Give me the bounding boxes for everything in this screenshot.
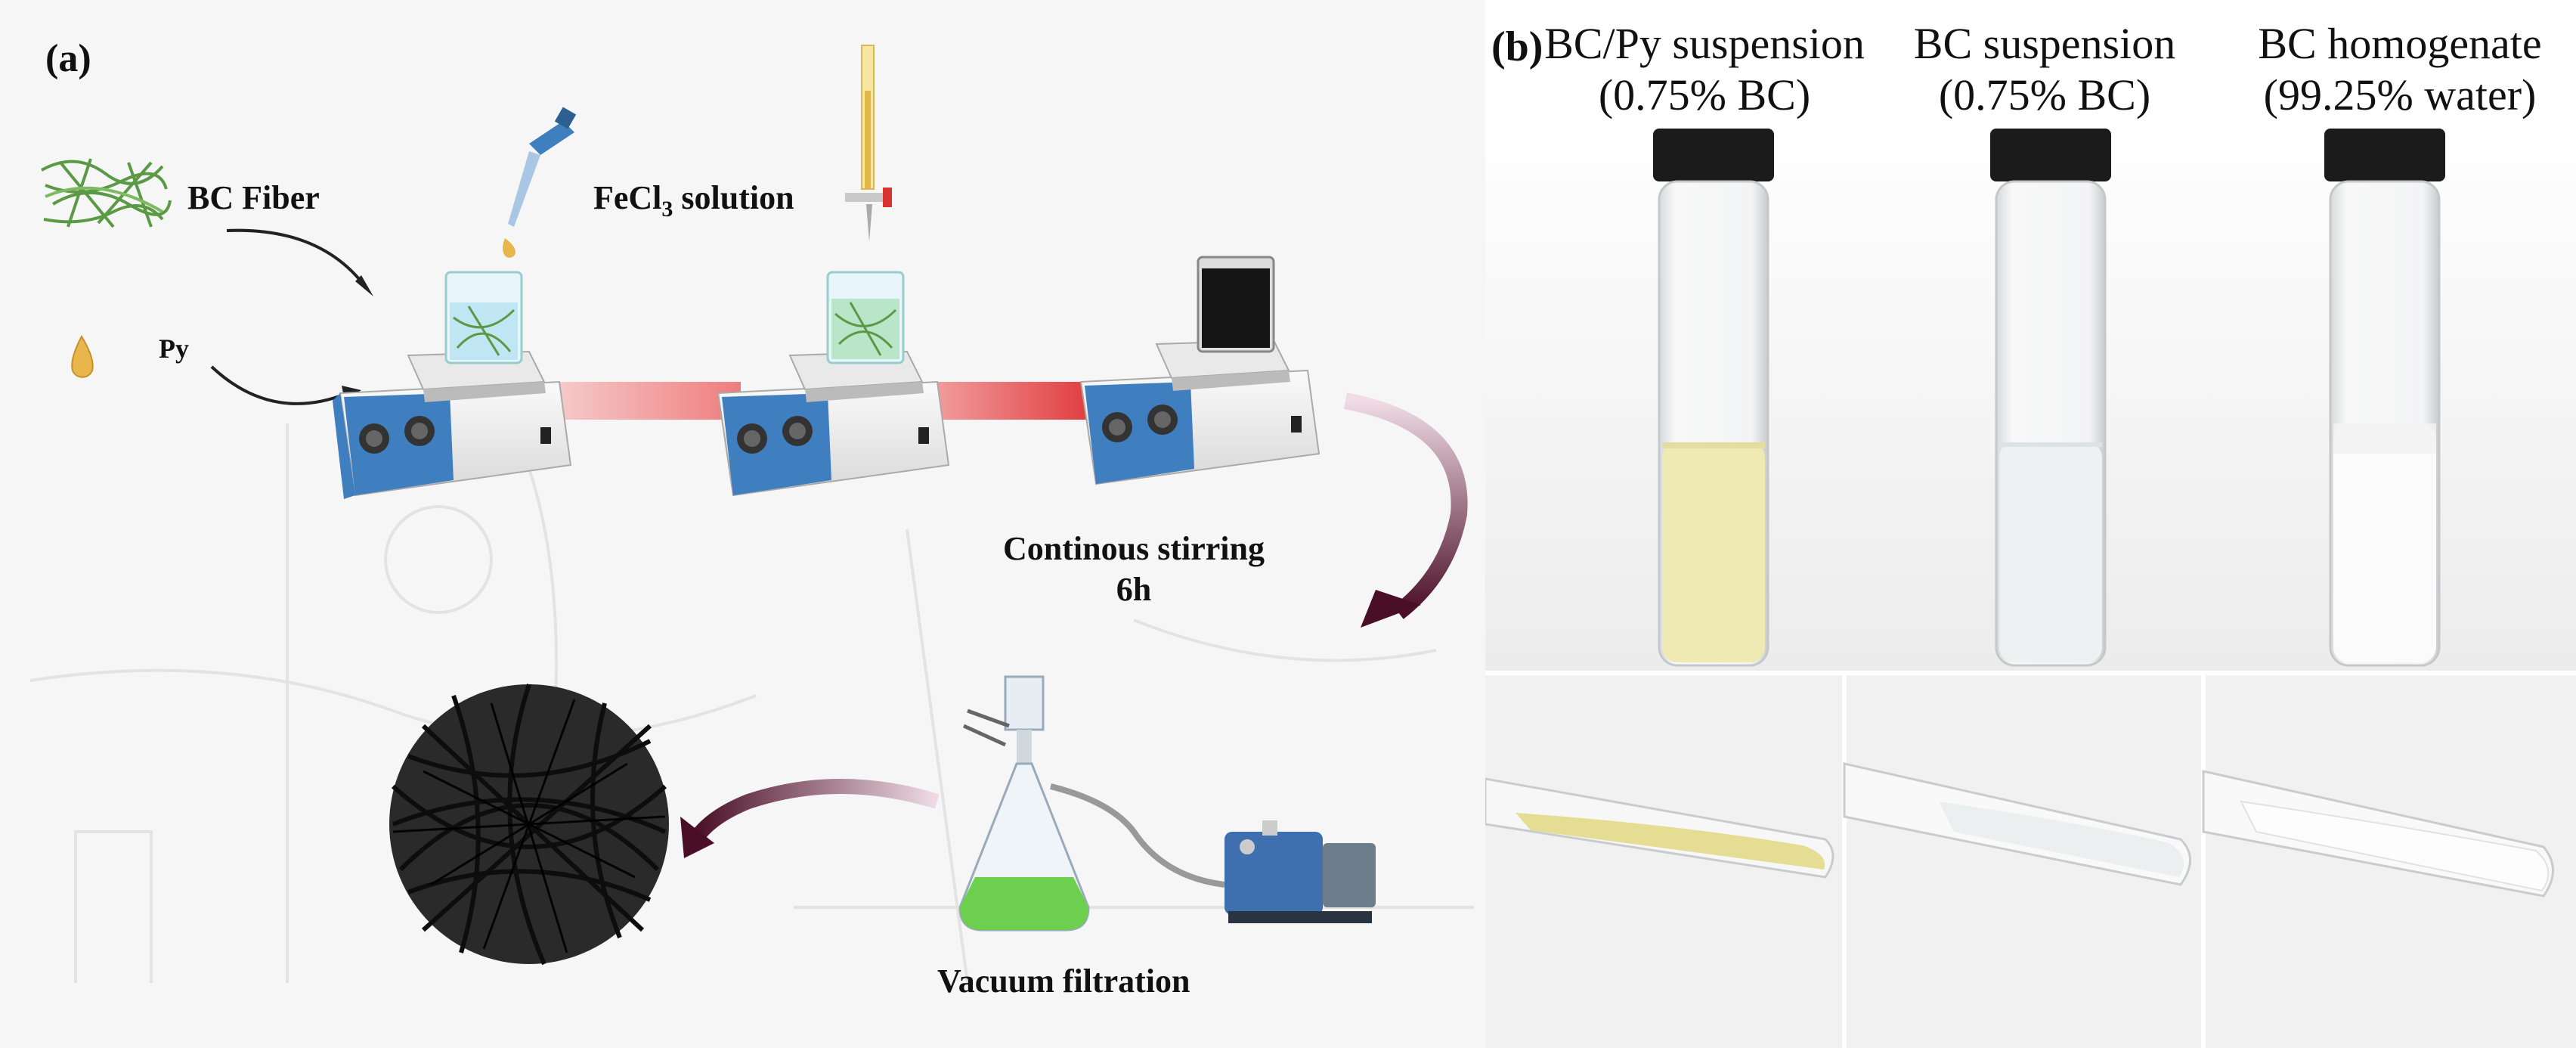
beaker-1 xyxy=(444,271,523,364)
stirring-label-line2: 6h xyxy=(1116,571,1152,608)
vial-bc xyxy=(1990,129,2111,667)
fecl3-formula: FeCl xyxy=(593,179,662,216)
beaker-2 xyxy=(826,271,905,364)
panel-a-label: (a) xyxy=(45,37,91,80)
fecl3-solution-label: FeCl3 solution xyxy=(593,178,794,222)
vial-2-subtitle: (0.75% BC) xyxy=(1938,70,2151,119)
panel-b-label: (b) xyxy=(1491,23,1543,70)
stirring-label-line1: Continous stirring xyxy=(1003,530,1265,567)
panel-b-vial-photos: (b) BC/Py suspension (0.75% BC) BC suspe… xyxy=(1485,0,2576,1048)
process-arrow-left-head xyxy=(680,817,714,858)
vial-3-title: BC homogenate xyxy=(2258,19,2542,68)
panel-a-synthesis-scheme: (a) BC Fiber Py FeCl3 solution Continous… xyxy=(29,37,1474,1000)
vial-2-title: BC suspension xyxy=(1913,19,2176,68)
process-arrow-left xyxy=(689,779,940,844)
pipette-icon xyxy=(503,107,577,258)
process-arrow-down xyxy=(1343,392,1468,619)
ppy-bc-fiber-ball-strands xyxy=(392,699,666,953)
fecl3-subscript: 3 xyxy=(661,196,673,222)
burette-icon xyxy=(845,45,892,242)
process-arrow-down-head xyxy=(1361,590,1421,628)
filtration-flask xyxy=(958,675,1225,932)
input-arrow-fiber-head xyxy=(355,275,373,296)
tilted-vial-bc xyxy=(1843,762,2191,886)
py-label: Py xyxy=(159,333,189,364)
fecl3-solution-text: solution xyxy=(673,179,794,216)
background-sketch xyxy=(29,423,1474,984)
input-arrow-py xyxy=(210,365,348,405)
vial-bc-homogenate xyxy=(2324,129,2445,667)
vial-bc-py xyxy=(1653,129,1774,667)
tilted-vial-bc-py xyxy=(1485,777,1834,879)
hotplate-3 xyxy=(1079,339,1321,485)
connector-band-2 xyxy=(930,382,1096,420)
hotplate-1 xyxy=(333,350,572,499)
panel-a-artwork xyxy=(29,45,1474,984)
input-arrow-fiber xyxy=(226,228,364,285)
tilted-vial-bc-homogenate xyxy=(2202,770,2554,898)
vial-1-subtitle: (0.75% BC) xyxy=(1598,70,1811,119)
beaker-3 xyxy=(1197,256,1275,353)
hotplate-2 xyxy=(717,350,950,497)
vacuum-pump-icon xyxy=(1225,820,1376,923)
panel-b-photo-artwork xyxy=(1485,113,2576,1048)
vial-1-title: BC/Py suspension xyxy=(1544,19,1865,68)
vial-3-subtitle: (99.25% water) xyxy=(2263,70,2537,119)
bc-fiber-label: BC Fiber xyxy=(187,179,320,216)
connector-band-1 xyxy=(559,382,741,420)
bc-fiber-icon xyxy=(41,158,172,228)
vacuum-filtration-label: Vacuum filtration xyxy=(937,963,1190,1000)
py-droplet-icon xyxy=(71,334,94,378)
